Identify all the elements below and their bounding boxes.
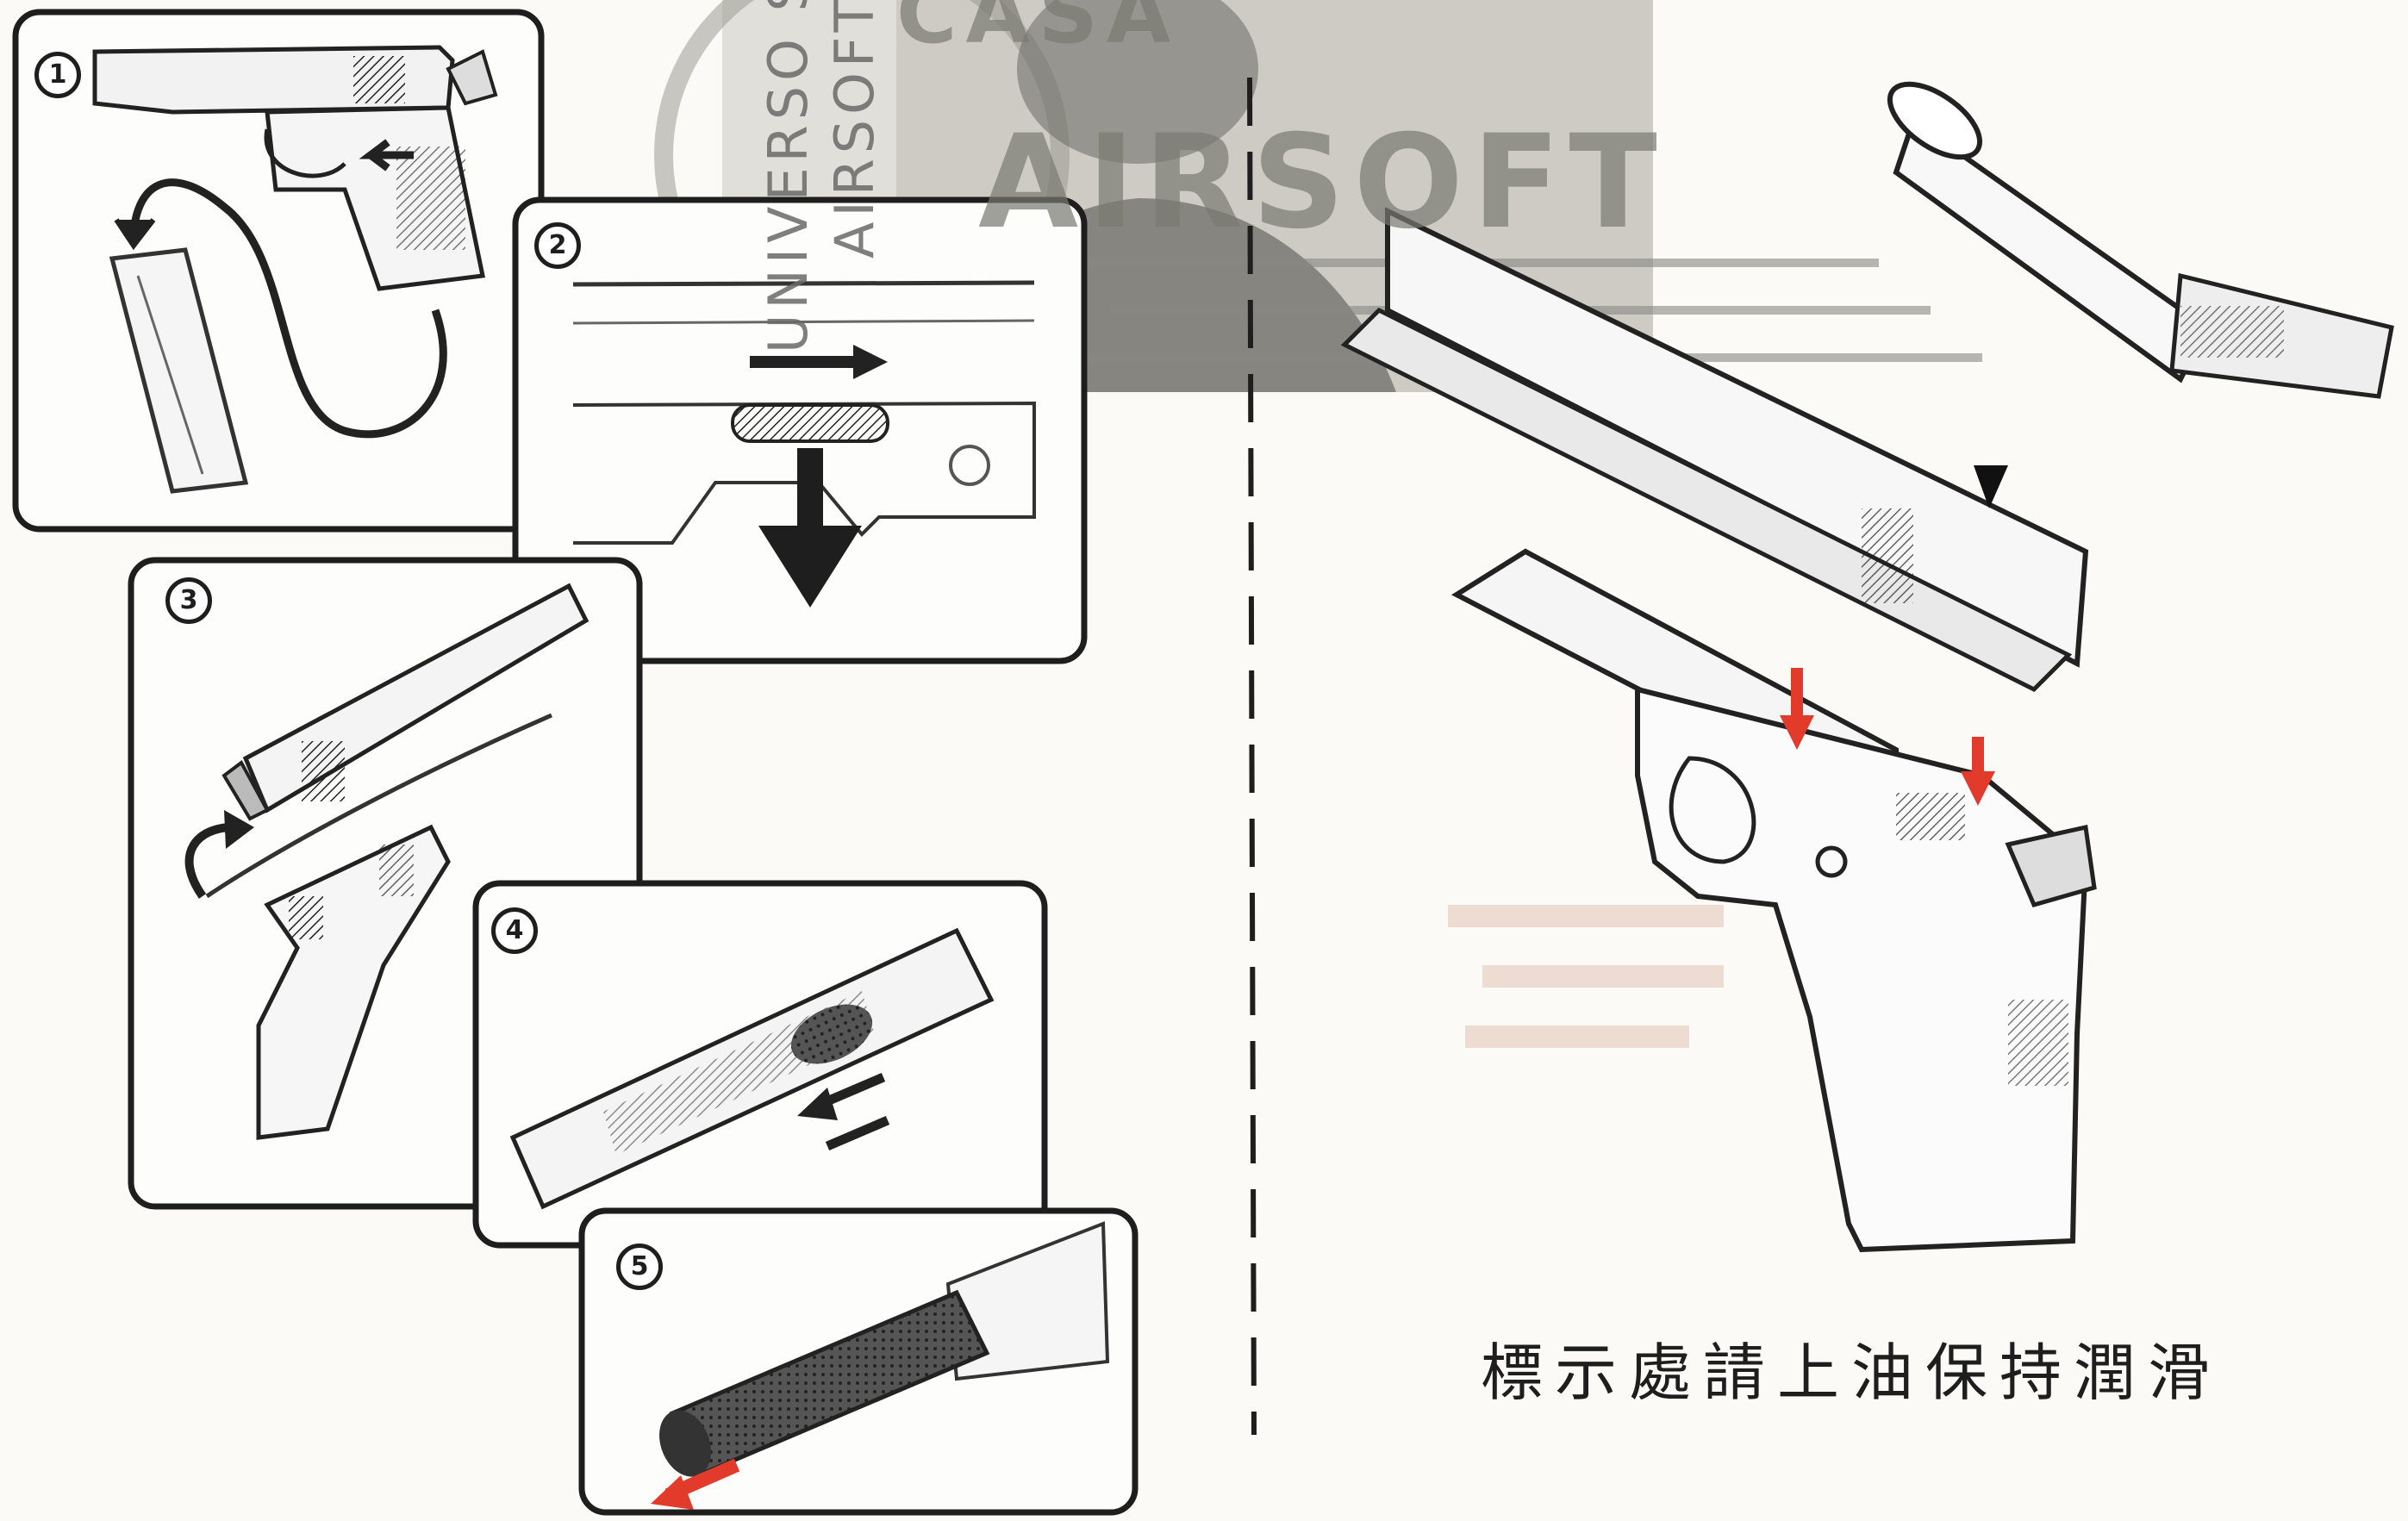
arrow-icon bbox=[359, 139, 414, 171]
watermark bbox=[654, 0, 1982, 392]
watermark-top-text: CASA bbox=[896, 0, 1180, 62]
panel-5 bbox=[578, 1207, 1138, 1516]
curved-arrow-icon bbox=[129, 178, 447, 439]
frame-illustration bbox=[256, 824, 451, 1140]
magazine-illustration bbox=[109, 247, 249, 494]
panel-4 bbox=[472, 880, 1048, 1249]
slide-illustration-large bbox=[1340, 207, 2089, 693]
watermark-big-text: AIRSOFT bbox=[978, 108, 1666, 258]
spring-arrow-icon bbox=[820, 1072, 886, 1108]
pistol-illustration bbox=[92, 45, 498, 291]
step-number-5: 5 bbox=[616, 1244, 663, 1290]
step-number-2: 2 bbox=[534, 222, 581, 269]
watermark-vertical-line1: UNIVERSO S bbox=[757, 0, 820, 353]
step-number-3: 3 bbox=[165, 577, 212, 624]
barrel-illustration bbox=[1887, 81, 2394, 399]
step-number-4: 4 bbox=[491, 907, 538, 954]
bleed-through bbox=[1448, 905, 1724, 1048]
slide-illustration bbox=[221, 583, 590, 821]
spring-guide-illustration bbox=[659, 1289, 990, 1477]
step-number-1: 1 bbox=[34, 52, 81, 98]
triangle-marker-icon bbox=[1974, 465, 2008, 508]
panel-2 bbox=[512, 196, 1088, 664]
slide-underside-illustration bbox=[509, 927, 995, 1210]
lubrication-caption: 標示處請上油保持潤滑 bbox=[1481, 1337, 2223, 1409]
frame-illustration-large bbox=[1450, 548, 2097, 1253]
rotate-arrow-icon bbox=[184, 823, 234, 899]
watermark-vertical-line2: AIRSOFT bbox=[823, 0, 886, 259]
divider-dashed bbox=[1247, 77, 1257, 1436]
panel-1 bbox=[12, 9, 545, 533]
